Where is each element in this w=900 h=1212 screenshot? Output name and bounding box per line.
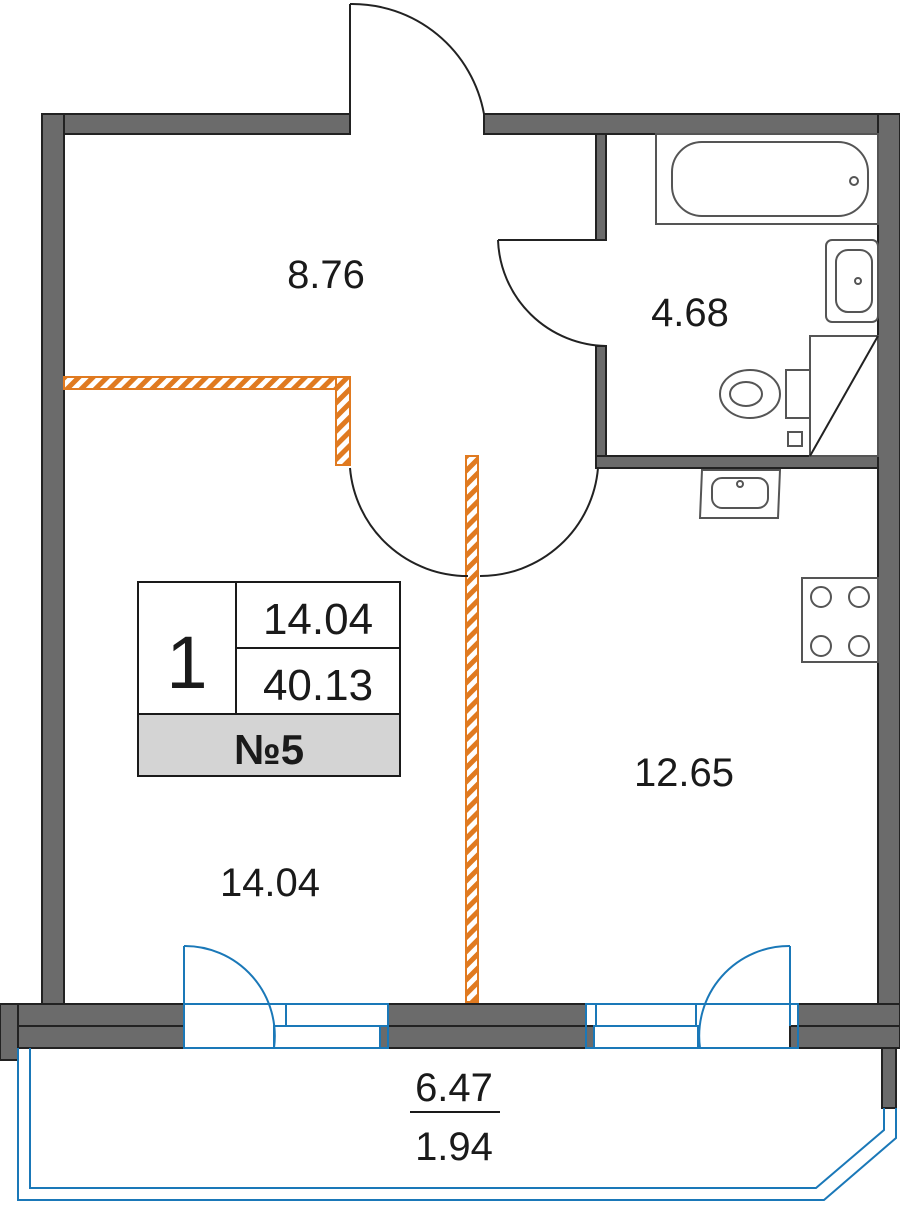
- balcony-glazing: [17, 944, 897, 1201]
- kitchen-door: [479, 467, 599, 578]
- living-room-area-label: 14.04: [220, 861, 320, 905]
- interior-walls: [595, 133, 879, 469]
- washbasin-icon: [825, 239, 879, 323]
- kitchen-sink-icon: [698, 469, 782, 519]
- bathroom-door: [497, 239, 607, 347]
- kitchen-area-label: 12.65: [634, 751, 734, 795]
- entrance-door: [349, 2, 485, 115]
- balcony-total-area-label: 6.47: [415, 1066, 493, 1110]
- bathroom-area-label: 4.68: [651, 291, 729, 335]
- apartment-number-badge: [137, 713, 401, 777]
- outer-walls: [0, 113, 900, 1109]
- balcony-reduced-area-label: 1.94: [415, 1125, 493, 1169]
- shower-icon: [809, 335, 879, 457]
- bathtub-icon: [655, 133, 879, 225]
- partitions: [63, 376, 479, 1003]
- hall-area-label: 8.76: [287, 253, 365, 297]
- rooms-count: 1: [166, 621, 207, 704]
- living-room-door: [349, 467, 469, 578]
- stove-icon: [801, 577, 879, 663]
- toilet-icon: [719, 369, 811, 447]
- total-area-value: 40.13: [263, 661, 373, 710]
- apartment-info-box: 1 14.04 40.13 №5: [137, 581, 401, 777]
- living-area-value: 14.04: [263, 595, 373, 644]
- apartment-number: №5: [234, 726, 304, 773]
